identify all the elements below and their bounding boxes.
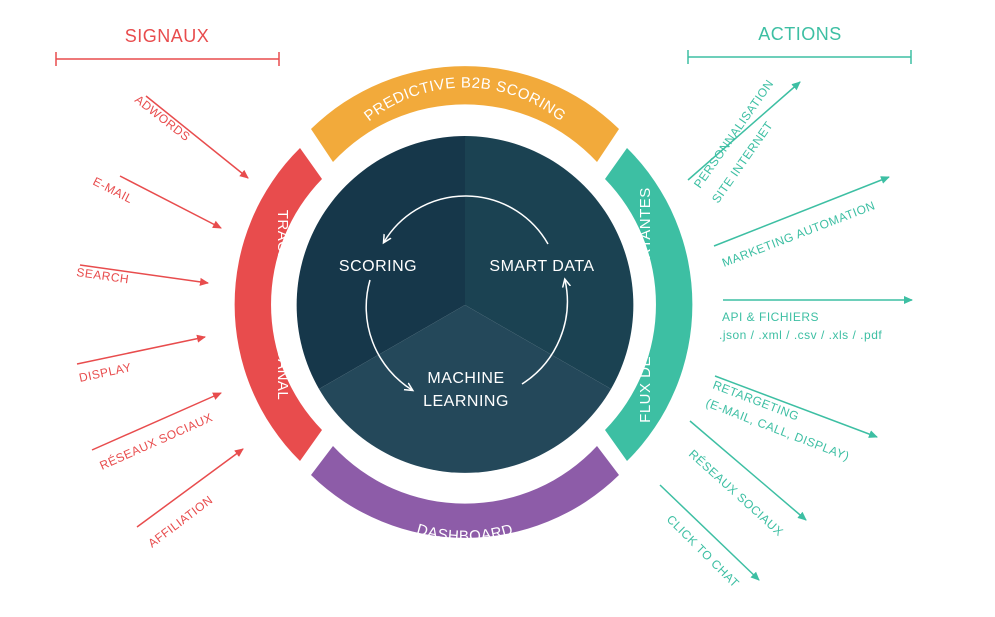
signal-label-email: E-MAIL	[91, 174, 136, 206]
signal-label-adwords: ADWORDS	[132, 92, 193, 144]
ring-left-arc	[234, 148, 322, 461]
actions-title: ACTIONS	[758, 24, 842, 44]
action-label-api-2: .json / .xml / .csv / .xls / .pdf	[719, 328, 882, 342]
signal-arrow-social	[91, 392, 222, 451]
signal-label-social: RÉSEAUX SOCIAUX	[97, 409, 215, 472]
ring-bottom-arc	[311, 446, 619, 538]
signal-label-display: DISPLAY	[78, 360, 133, 385]
cycle-arrows	[365, 195, 567, 390]
ring-top-arc	[311, 66, 619, 162]
signal-arrow-display	[76, 334, 206, 365]
cycle-arrow-right	[521, 280, 567, 385]
action-arrow-retargeting	[714, 375, 878, 438]
center-smart-data-label: SMART DATA	[489, 258, 594, 275]
cycle-arrow-left	[365, 279, 412, 390]
center-ml-line1: MACHINE	[427, 370, 504, 387]
signal-arrow-search	[79, 264, 209, 286]
center-scoring-label: SCORING	[339, 258, 417, 275]
sector-scoring	[296, 136, 465, 389]
sector-machine-learning	[319, 305, 611, 473]
cycle-arrow-top	[384, 195, 549, 245]
signal-arrow-email	[119, 175, 222, 229]
ring-right-label: FLUX DE DONéES SORTANTES	[637, 187, 654, 423]
ring-right-arc	[605, 148, 693, 461]
action-arrow-chat	[659, 484, 760, 581]
action-label-chat: CLICK TO CHAT	[664, 512, 742, 590]
sector-smart-data	[465, 136, 634, 389]
signals-bracket	[55, 52, 280, 66]
action-arrows	[659, 81, 913, 581]
signal-arrow-affiliation	[136, 448, 244, 528]
signal-arrow-adwords	[145, 95, 249, 179]
action-arrow-personnalisation	[687, 81, 801, 181]
center-ml-line2: LEARNING	[423, 393, 509, 410]
action-arrow-marketing	[713, 176, 890, 247]
action-arrow-social	[689, 420, 807, 521]
center-disc	[296, 136, 634, 473]
signal-arrows	[76, 95, 249, 528]
actions-bracket	[687, 50, 912, 64]
signal-label-affiliation: AFFILIATION	[145, 493, 215, 551]
ring-left-label: TRACKING MULTI-CANAL	[274, 210, 291, 401]
signal-label-search: SEARCH	[76, 265, 130, 286]
signals-title: SIGNAUX	[125, 26, 210, 46]
action-label-api-1: API & FICHIERS	[722, 310, 819, 324]
